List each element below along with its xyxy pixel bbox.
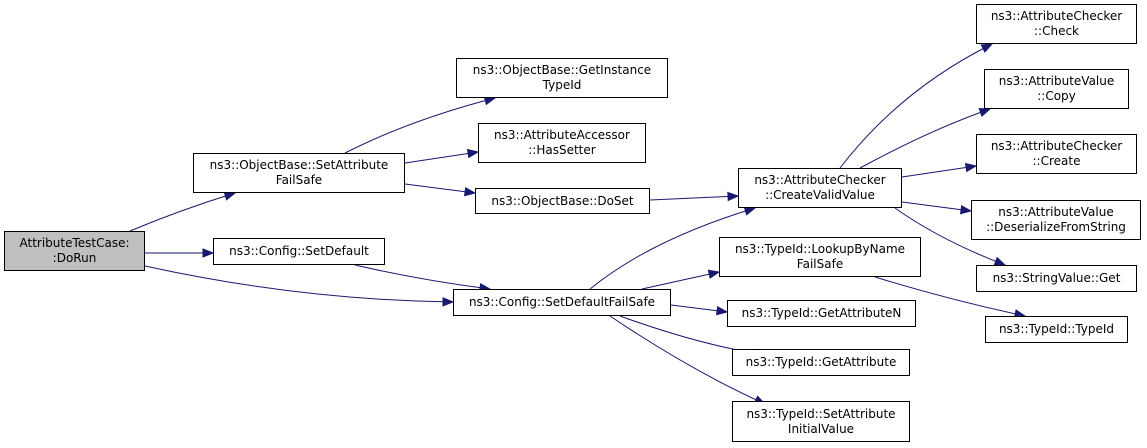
node-configsetdefault[interactable]: ns3::Config::SetDefault bbox=[213, 238, 385, 265]
edge-doset-createvalidvalue bbox=[649, 195, 739, 201]
arrowhead-createvalidvalue-checkercreate bbox=[964, 162, 978, 173]
edge-setattributefailsafe-doset bbox=[404, 183, 476, 194]
arrowhead-createvalidvalue-valuecopy bbox=[978, 107, 992, 117]
node-getattribute[interactable]: ns3::TypeId::GetAttribute bbox=[732, 349, 910, 376]
edge-createvalidvalue-checkercheck bbox=[839, 43, 993, 169]
node-checkercheck[interactable]: ns3::AttributeChecker::Check bbox=[976, 4, 1137, 44]
node-getinstancetypeid-line1: ns3::ObjectBase::GetInstance bbox=[472, 63, 652, 77]
edge-setattributefailsafe-hassetter bbox=[404, 151, 479, 164]
node-lookupbynamefailsafe-line2: FailSafe bbox=[796, 257, 844, 271]
node-checkercreate-line1: ns3::AttributeChecker bbox=[990, 139, 1123, 153]
node-doset-line1: ns3::ObjectBase::DoSet bbox=[491, 193, 634, 208]
node-valuecopy-line2: ::Copy bbox=[1037, 89, 1076, 103]
node-setattributefailsafe-line1: ns3::ObjectBase::SetAttribute bbox=[209, 158, 389, 172]
arrowhead-dorun-setattributefailsafe bbox=[223, 191, 237, 201]
edge-setdefaultfailsafe-setattributeinitialvalue bbox=[609, 315, 766, 405]
node-getattribute-line1: ns3::TypeId::GetAttribute bbox=[745, 355, 897, 369]
node-setdefaultfailsafe-line1: ns3::Config::SetDefaultFailSafe bbox=[468, 295, 656, 309]
node-checkercheck-line1: ns3::AttributeChecker bbox=[990, 9, 1123, 23]
arrowhead-setdefaultfailsafe-getattributen bbox=[715, 305, 729, 316]
edge-createvalidvalue-stringvalueget bbox=[894, 207, 1006, 266]
arrowhead-createvalidvalue-checkercheck bbox=[980, 43, 994, 53]
node-stringvalueget[interactable]: ns3::StringValue::Get bbox=[976, 265, 1137, 292]
node-getattributen-line1: ns3::TypeId::GetAttributeN bbox=[741, 306, 902, 320]
node-createvalidvalue-line1: ns3::AttributeChecker bbox=[754, 173, 886, 187]
arrowhead-setattributefailsafe-doset bbox=[463, 186, 477, 197]
edge-createvalidvalue-checkercreate bbox=[901, 165, 977, 178]
edge-dorun-setattributefailsafe bbox=[129, 192, 236, 232]
node-dorun: AttributeTestCase::DoRun bbox=[4, 231, 145, 271]
edge-createvalidvalue-valuecopy bbox=[859, 108, 991, 169]
node-setdefaultfailsafe[interactable]: ns3::Config::SetDefaultFailSafe bbox=[453, 289, 671, 316]
node-getattributen[interactable]: ns3::TypeId::GetAttributeN bbox=[727, 300, 916, 327]
arrowhead-doset-createvalidvalue bbox=[727, 191, 740, 202]
edge-configsetdefault-setdefaultfailsafe bbox=[354, 264, 491, 290]
node-valuecopy[interactable]: ns3::AttributeValue::Copy bbox=[984, 69, 1129, 109]
node-lookupbynamefailsafe-line1: ns3::TypeId::LookupByName bbox=[734, 242, 906, 256]
node-checkercreate[interactable]: ns3::AttributeChecker::Create bbox=[976, 134, 1137, 174]
edge-setdefaultfailsafe-lookupbynamefailsafe bbox=[641, 271, 720, 290]
node-checkercheck-line2: ::Check bbox=[1034, 24, 1079, 38]
arrowhead-dorun-setdefaultfailsafe bbox=[442, 297, 455, 307]
node-hassetter-line2: ::HasSetter bbox=[528, 143, 596, 157]
arrowhead-setdefaultfailsafe-createvalidvalue bbox=[743, 206, 757, 216]
node-setattributefailsafe-line2: FailSafe bbox=[275, 173, 323, 187]
edge-setdefaultfailsafe-createvalidvalue bbox=[589, 207, 756, 290]
node-hassetter-line1: ns3::AttributeAccessor bbox=[494, 128, 630, 142]
node-stringvalueget-line1: ns3::StringValue::Get bbox=[992, 271, 1121, 285]
node-dorun-line2: :DoRun bbox=[52, 251, 97, 265]
node-doset[interactable]: ns3::ObjectBase::DoSet bbox=[475, 188, 650, 214]
node-configsetdefault-line1: ns3::Config::SetDefault bbox=[229, 244, 369, 258]
arrowhead-dorun-configsetdefault bbox=[202, 248, 215, 258]
node-deserializefromstring-line1: ns3::AttributeValue bbox=[998, 205, 1114, 219]
node-typeidtypeid-line1: ns3::TypeId::TypeId bbox=[998, 322, 1115, 336]
edge-setattributefailsafe-getinstancetypeid bbox=[344, 97, 496, 154]
node-deserializefromstring-line2: ::DeserializeFromString bbox=[986, 220, 1126, 234]
node-checkercreate-line2: ::Create bbox=[1032, 154, 1081, 168]
node-createvalidvalue[interactable]: ns3::AttributeChecker::CreateValidValue bbox=[738, 168, 902, 208]
node-setattributeinitialvalue-line1: ns3::TypeId::SetAttribute bbox=[746, 406, 896, 421]
arrowhead-setattributefailsafe-hassetter bbox=[466, 148, 480, 159]
node-getinstancetypeid-line2: TypeId bbox=[542, 78, 582, 92]
node-hassetter[interactable]: ns3::AttributeAccessor::HasSetter bbox=[478, 123, 646, 163]
node-typeidtypeid[interactable]: ns3::TypeId::TypeId bbox=[985, 316, 1128, 343]
node-setattributeinitialvalue-line2: InitialValue bbox=[787, 421, 855, 436]
arrowhead-setdefaultfailsafe-lookupbynamefailsafe bbox=[707, 269, 721, 279]
node-deserializefromstring[interactable]: ns3::AttributeValue::DeserializeFromStri… bbox=[971, 200, 1141, 240]
edge-lookupbynamefailsafe-typeidtypeid bbox=[874, 276, 1026, 317]
arrowhead-createvalidvalue-deserializefromstring bbox=[959, 204, 973, 215]
node-createvalidvalue-line2: ::CreateValidValue bbox=[765, 188, 875, 202]
node-valuecopy-line1: ns3::AttributeValue bbox=[998, 74, 1115, 88]
edge-createvalidvalue-deserializefromstring bbox=[901, 201, 972, 212]
node-dorun-line1: AttributeTestCase: bbox=[19, 236, 130, 250]
edge-dorun-setdefaultfailsafe bbox=[144, 265, 454, 303]
